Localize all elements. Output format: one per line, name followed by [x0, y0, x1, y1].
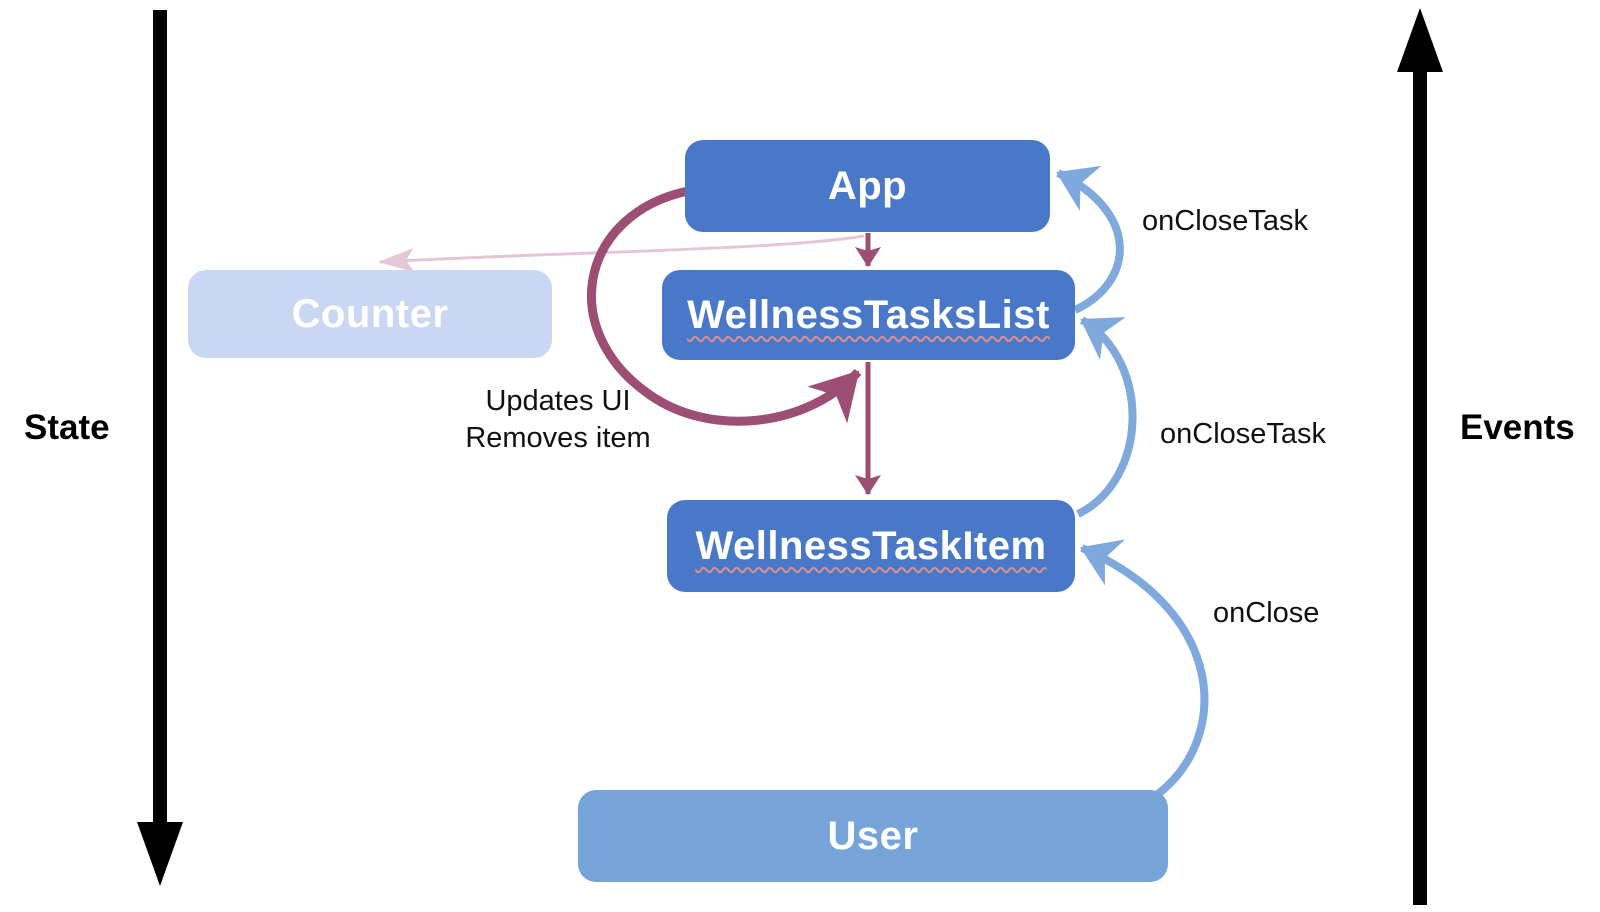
edge-label-onclose: onClose	[1213, 597, 1320, 629]
component-label-counter: Counter	[291, 291, 449, 336]
item-to-list-event-arc	[1076, 316, 1137, 518]
edge-label-updates-line2: Removes item	[465, 422, 651, 454]
edge-label-updates-ui: Updates UI Removes item	[408, 383, 708, 457]
user-to-item-event-arc	[1080, 539, 1209, 798]
edge-label-onclosetask-middle: onCloseTask	[1160, 418, 1327, 450]
edge-label-updates-line1: Updates UI	[485, 385, 631, 417]
app-to-counter-state-arrow	[378, 234, 865, 273]
component-label-wellness-task-item: WellnessTaskItem	[695, 523, 1047, 568]
component-box-wellness-tasks-list: WellnessTasksList	[662, 270, 1075, 360]
component-box-app: App	[685, 140, 1050, 232]
component-label-app: App	[827, 163, 908, 208]
state-axis-arrow	[137, 10, 183, 886]
list-to-app-event-arc	[1056, 165, 1124, 314]
component-box-wellness-task-item: WellnessTaskItem	[667, 500, 1075, 592]
state-axis-label: State	[24, 408, 110, 447]
component-box-counter: Counter	[188, 270, 552, 358]
edge-label-onclosetask-top: onCloseTask	[1142, 205, 1309, 237]
events-axis-arrow	[1397, 8, 1443, 905]
component-label-user: User	[827, 813, 919, 858]
app-update-loop-arrow	[586, 186, 862, 426]
component-label-wellness-tasks-list: WellnessTasksList	[687, 292, 1050, 337]
events-axis-label: Events	[1460, 408, 1575, 447]
component-box-user: User	[578, 790, 1168, 882]
